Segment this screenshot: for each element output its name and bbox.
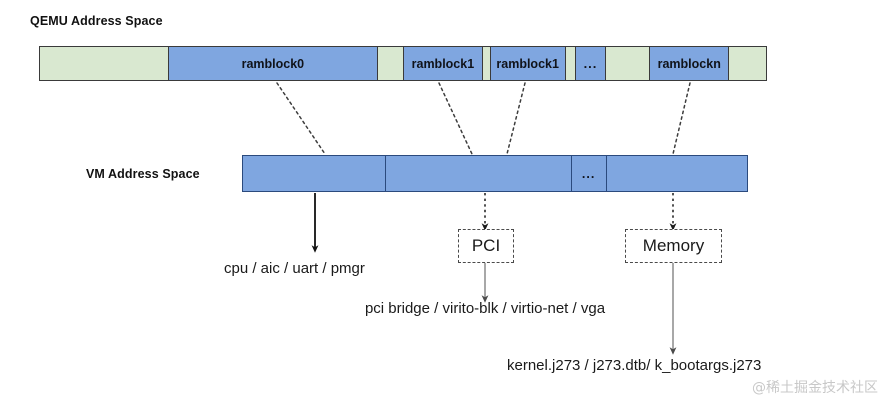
map-line-ramblock0 bbox=[276, 82, 326, 155]
qemu-segment-gap bbox=[378, 47, 403, 80]
pci-box: PCI bbox=[458, 229, 514, 263]
map-line-ramblock1-a bbox=[438, 82, 473, 155]
vm-address-space-heading: VM Address Space bbox=[86, 167, 200, 181]
qemu-address-space-heading: QEMU Address Space bbox=[30, 14, 163, 28]
vm-segment-ellipsis: ... bbox=[571, 156, 607, 191]
qemu-segment-ramblock1-b: ramblock1 bbox=[489, 47, 566, 80]
vm-address-space-bar: ... bbox=[242, 155, 748, 192]
caption-pci-devices: pci bridge / virito-blk / virtio-net / v… bbox=[364, 300, 606, 317]
qemu-segment-gap bbox=[565, 47, 575, 80]
qemu-segment-ellipsis: ... bbox=[574, 47, 607, 80]
qemu-segment-ramblockn: ramblockn bbox=[649, 47, 730, 80]
map-line-ramblock1-b bbox=[506, 82, 526, 155]
watermark: @稀土掘金技术社区 bbox=[752, 380, 878, 396]
qemu-segment-gap bbox=[606, 47, 650, 80]
vm-segment-4 bbox=[606, 156, 747, 191]
qemu-segment-gap bbox=[40, 47, 168, 80]
map-line-ramblockn bbox=[672, 82, 691, 155]
qemu-segment-ramblock1-a: ramblock1 bbox=[403, 47, 483, 80]
memory-box: Memory bbox=[625, 229, 722, 263]
vm-segment-1 bbox=[243, 156, 387, 191]
qemu-address-space-bar: ramblock0 ramblock1 ramblock1 ... ramblo… bbox=[39, 46, 767, 81]
qemu-segment-ramblock0: ramblock0 bbox=[167, 47, 379, 80]
caption-cpu-devices: cpu / aic / uart / pmgr bbox=[224, 260, 365, 277]
qemu-segment-gap bbox=[729, 47, 766, 80]
vm-segment-2 bbox=[386, 156, 572, 191]
caption-kernel-files: kernel.j273 / j273.dtb/ k_bootargs.j273 bbox=[507, 357, 762, 374]
qemu-segment-gap bbox=[482, 47, 490, 80]
